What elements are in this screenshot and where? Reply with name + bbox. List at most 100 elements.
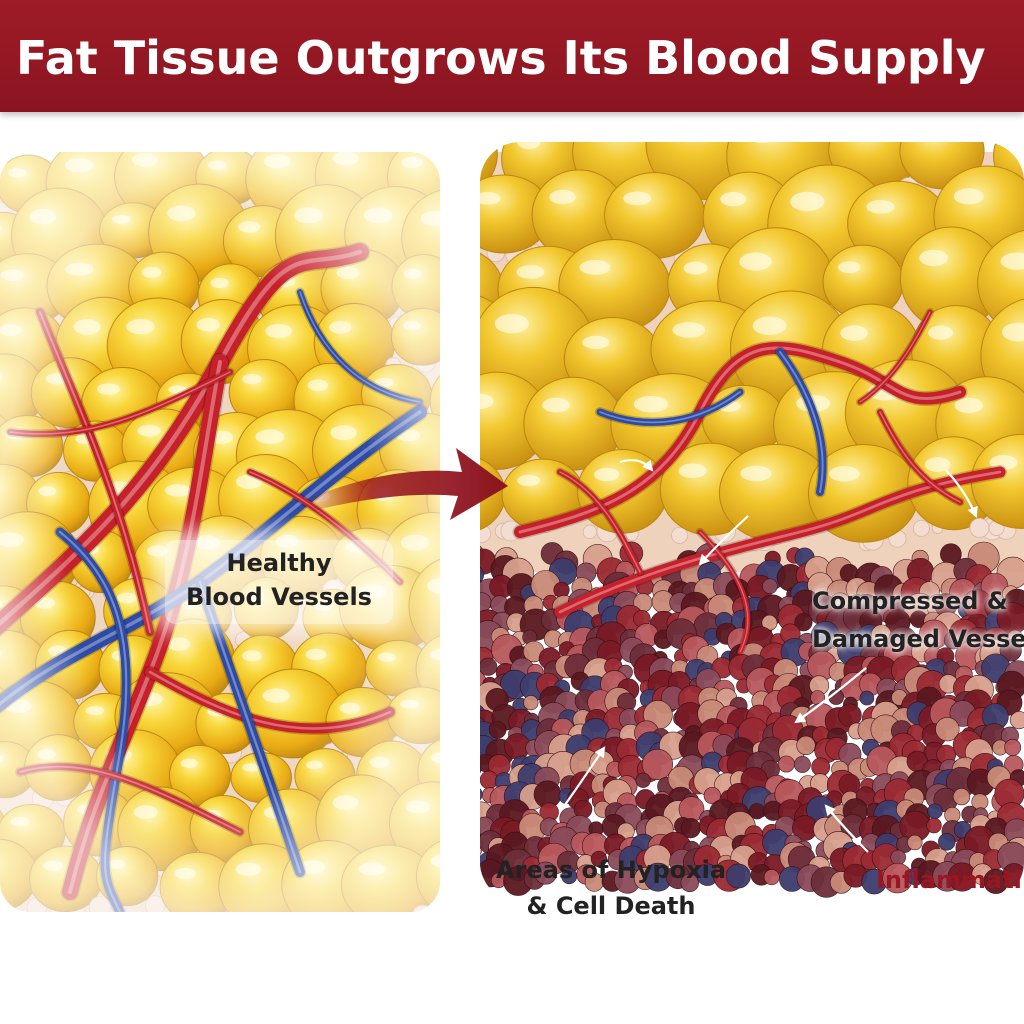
connective-tissue-bead — [287, 916, 307, 936]
pointer-arrow-upper — [619, 459, 654, 472]
fat-cell-highlight — [790, 191, 825, 212]
damaged-cell — [890, 849, 906, 866]
connective-tissue-bead — [439, 522, 458, 541]
fat-cell-highlight — [1000, 252, 1024, 270]
fat-cell-highlight — [579, 259, 611, 275]
compressed-artery — [877, 409, 963, 505]
pointer-arrow-hypoxia — [559, 746, 606, 813]
connective-tissue-bead — [292, 921, 303, 932]
arrow-right-icon — [300, 448, 508, 520]
fat-cell-highlight — [594, 122, 626, 139]
compressed-vein — [596, 388, 744, 426]
fat-cell-highlight — [582, 335, 610, 349]
connective-tissue-bead — [224, 917, 239, 932]
connective-tissue-bead — [969, 517, 990, 538]
damaged-cell — [488, 721, 507, 739]
compressed-vein-sheen — [599, 391, 741, 424]
damaged-cell — [725, 863, 751, 889]
fat-cell-highlight — [672, 322, 706, 338]
fat-cell-highlight — [828, 465, 860, 482]
fat-cell-highlight — [740, 465, 772, 482]
connective-tissue-bead — [441, 695, 463, 717]
fat-cell-highlight — [747, 142, 778, 144]
illustration — [0, 113, 1024, 939]
fat-cell-highlight — [549, 189, 576, 205]
connective-tissue-bead — [912, 519, 930, 537]
compressed-vein — [776, 348, 827, 496]
fat-cell-highlight — [1002, 322, 1024, 342]
damaged-cell — [452, 606, 479, 633]
fat-cell-highlight — [542, 397, 570, 413]
label-healthy-line2: Blood Vessels — [186, 583, 372, 611]
fat-cell-highlight — [678, 463, 707, 479]
compressed-artery-sheen — [859, 311, 931, 403]
label-inflammation: Inflammati — [876, 866, 1022, 894]
compressed-artery — [857, 309, 933, 405]
damaged-cell — [1009, 711, 1024, 730]
damaged-cell — [927, 803, 943, 819]
fat-cell-highlight — [989, 455, 1018, 471]
compressed-artery-sheen — [559, 471, 641, 573]
damaged-cell — [534, 861, 558, 885]
connective-tissue-bead — [448, 275, 463, 290]
damaged-cell — [641, 748, 674, 780]
compressed-artery-sheen — [699, 531, 749, 653]
pointer-arrow-compressed — [794, 667, 867, 724]
fat-cell-highlight — [517, 474, 541, 487]
connective-tissue-bead — [582, 524, 598, 540]
overgrown-tissue-block — [424, 113, 1024, 898]
damaged-cell — [935, 717, 960, 742]
fat-cell-highlight — [924, 457, 951, 473]
damaged-cell — [907, 834, 923, 851]
damaged-cell — [480, 756, 482, 779]
connective-tissue-bead — [671, 526, 689, 544]
connective-tissue-bead — [336, 914, 356, 934]
label-hypoxia-line1: Areas of Hypoxia — [495, 856, 727, 884]
damaged-cell — [938, 832, 956, 851]
connective-tissue-bead — [404, 914, 422, 932]
damaged-cell — [480, 851, 481, 882]
damaged-cell — [590, 850, 608, 868]
label-compressed-line1: Compressed & — [812, 587, 1008, 615]
compressed-artery — [557, 469, 643, 575]
connective-tissue-bead — [408, 914, 422, 928]
compressed-vein-sheen — [779, 351, 824, 493]
damaged-cell — [480, 817, 482, 848]
fat-cell-highlight — [516, 265, 545, 279]
connective-tissue-bead — [307, 919, 327, 939]
connective-tissue-bead — [169, 916, 180, 927]
healthy-tissue-fade — [0, 152, 440, 912]
damaged-cell — [480, 796, 484, 827]
connective-tissue-bead — [460, 529, 473, 542]
pointer-arrows — [559, 459, 978, 853]
connective-tissue-bead — [452, 201, 472, 221]
damaged-cell — [680, 873, 700, 893]
damaged-cell — [811, 757, 831, 777]
connective-tissue-bead — [441, 798, 456, 813]
connective-tissue-bead — [454, 695, 473, 714]
pointer-arrow-vessel — [698, 515, 749, 566]
damaged-cell — [999, 639, 1022, 662]
damaged-cell — [458, 643, 476, 661]
label-compressed-vessels: Compressed & Damaged Vesse — [812, 582, 1024, 658]
fat-cell-highlight — [633, 396, 669, 413]
damaged-cell — [464, 601, 479, 616]
damaged-cell — [952, 788, 971, 806]
connective-tissue-bead — [439, 735, 440, 758]
damaged-cell — [480, 785, 483, 803]
damaged-cell — [480, 657, 498, 676]
fat-cell-highlight — [668, 113, 701, 131]
connective-tissue-bead — [441, 526, 458, 543]
fat-cell-highlight — [840, 325, 868, 341]
damaged-cell — [460, 657, 478, 675]
fat-cell-highlight — [444, 380, 465, 392]
fat-cell-highlight — [594, 467, 620, 482]
fat-cell-highlight — [683, 261, 708, 275]
connective-tissue-bead — [452, 601, 468, 617]
fat-cell-highlight — [424, 129, 449, 143]
fat-cell-highlight — [739, 252, 772, 271]
pointer-arrow-inflammation — [824, 804, 869, 853]
fat-cell-highlight — [954, 397, 983, 414]
fat-cell-highlight — [846, 128, 872, 140]
enlarged-fat-cell — [480, 142, 498, 199]
